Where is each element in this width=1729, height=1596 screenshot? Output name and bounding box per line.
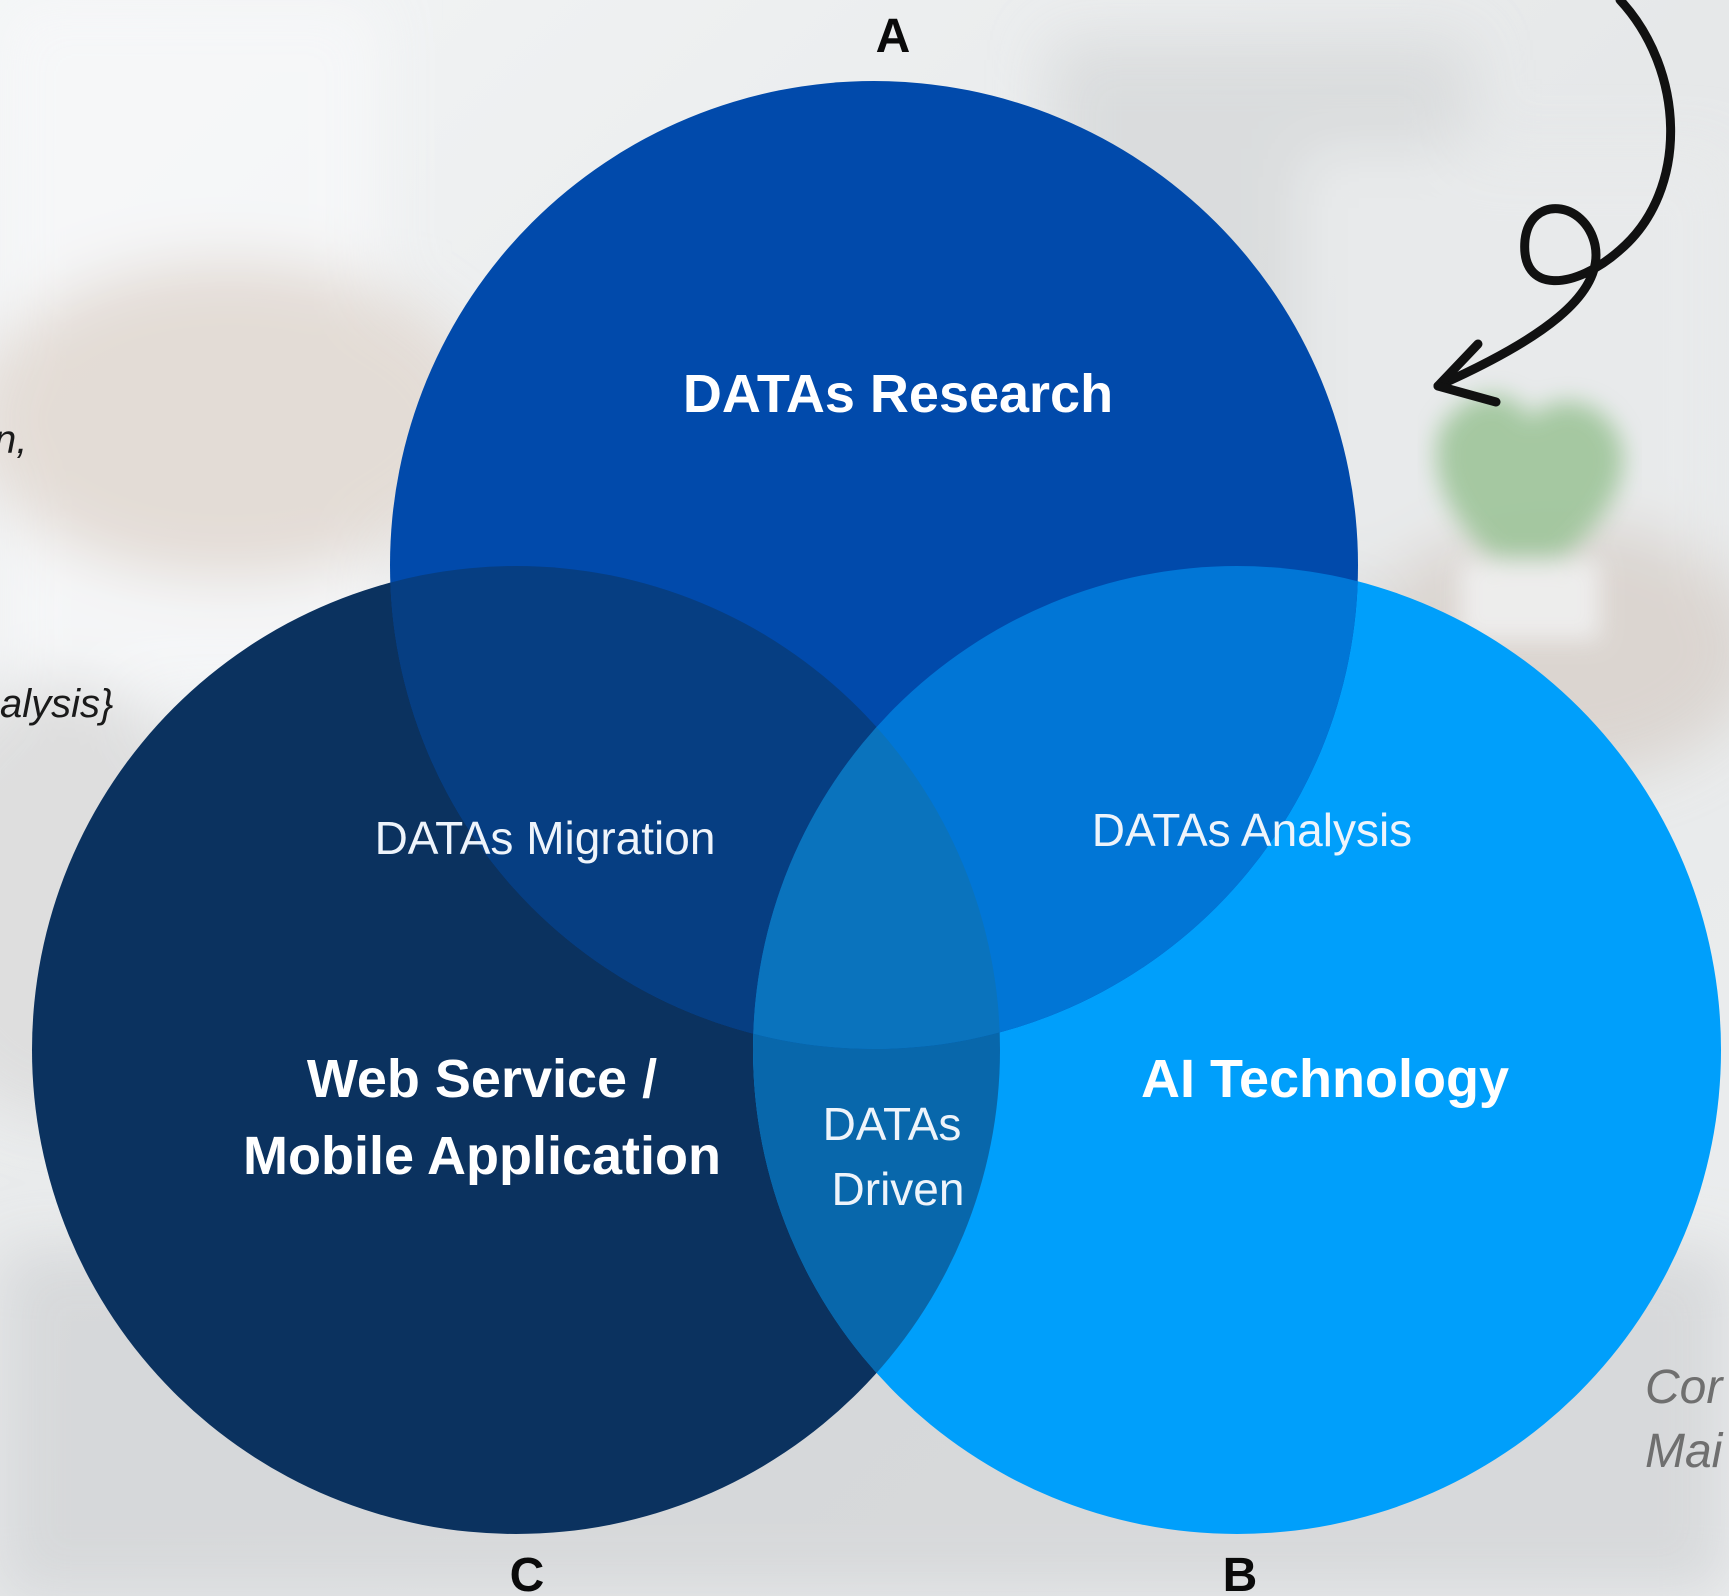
title-mobile-application: Mobile Application (243, 1126, 721, 1186)
overlap-top-right (753, 566, 1358, 1049)
label-datas-driven-line2: Driven (832, 1163, 965, 1215)
cropped-text-left-1: n, (0, 418, 28, 462)
curly-arrow-icon (1433, 0, 1676, 407)
cropped-text-right-2: Mai (1645, 1425, 1723, 1478)
overlap-top-left (390, 566, 1000, 1049)
cropped-text-right-1: Cor (1645, 1361, 1723, 1414)
label-datas-driven-line1: DATAs (823, 1098, 962, 1150)
title-ai-technology: AI Technology (1141, 1049, 1509, 1109)
cropped-text-left-2: alysis} (0, 682, 114, 726)
label-c: C (510, 1549, 545, 1596)
label-datas-analysis: DATAs Analysis (1092, 804, 1412, 856)
title-web-service: Web Service / (307, 1049, 657, 1109)
label-b: B (1223, 1549, 1258, 1596)
title-datas-research: DATAs Research (683, 364, 1113, 424)
label-a: A (876, 10, 911, 63)
label-datas-migration: DATAs Migration (375, 812, 716, 864)
